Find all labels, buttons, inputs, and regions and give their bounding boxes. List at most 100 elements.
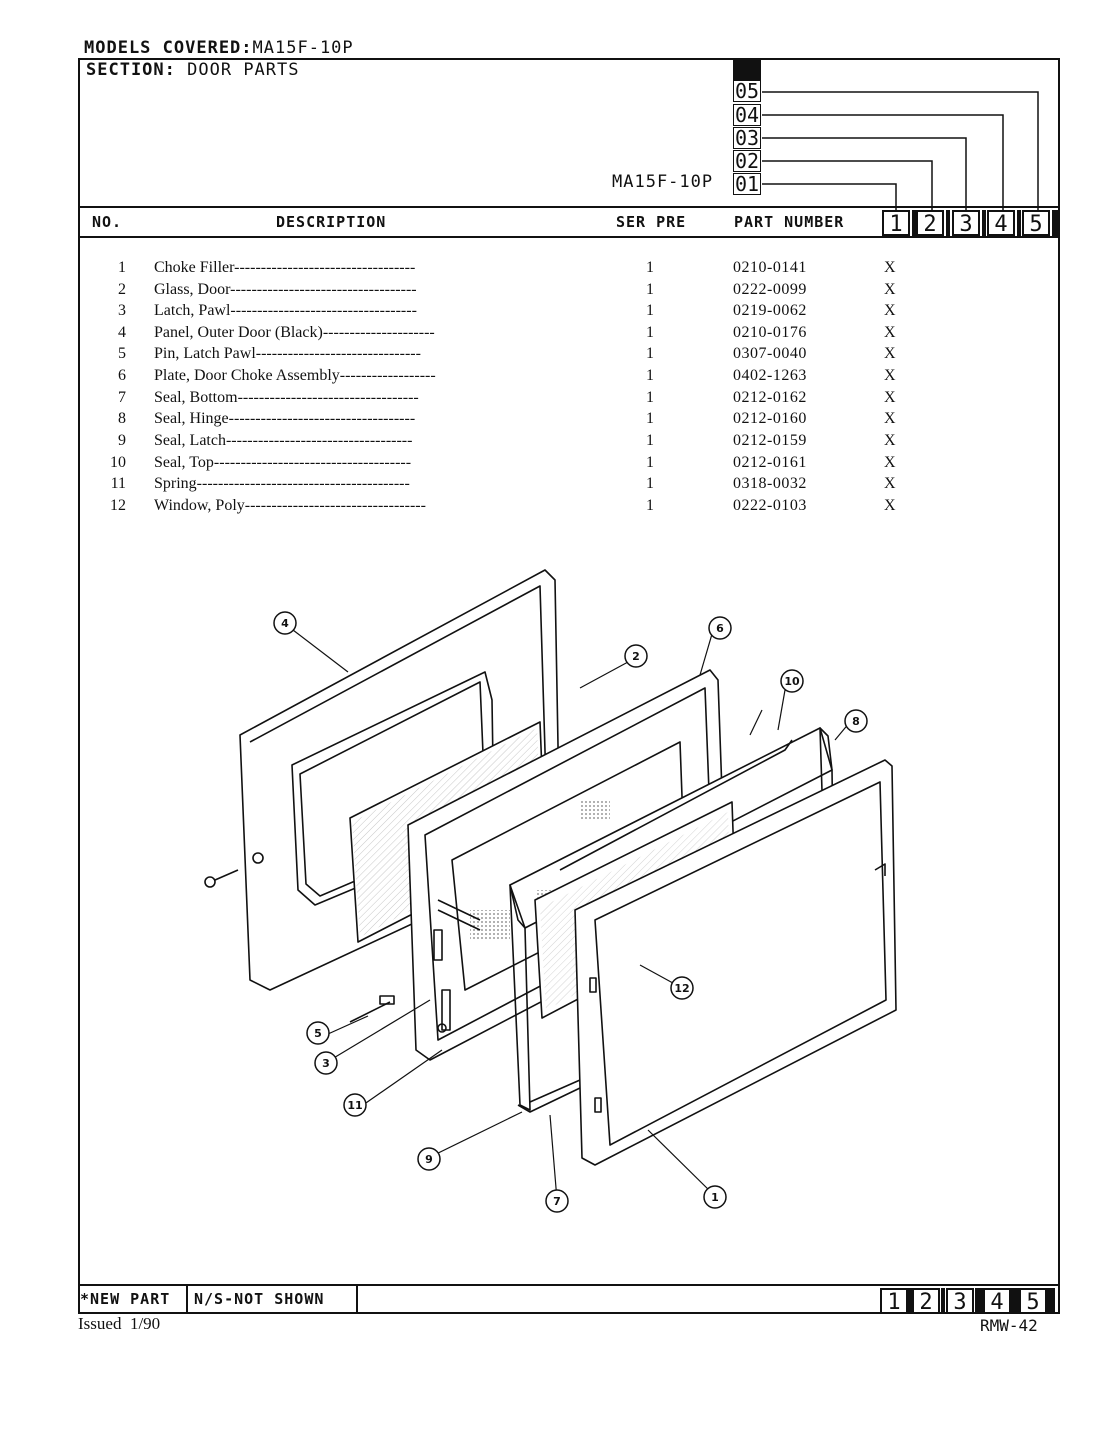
callout-2: 2 bbox=[624, 644, 648, 668]
svg-text:2: 2 bbox=[632, 650, 640, 663]
part-latch-pawl-pin bbox=[349, 1001, 391, 1023]
callout-4: 4 bbox=[273, 611, 297, 635]
part-no: 2 bbox=[118, 281, 126, 298]
col-header-no: NO. bbox=[92, 213, 123, 231]
version-code-04: 04 bbox=[733, 103, 761, 127]
footer-col-divider bbox=[1011, 1288, 1019, 1314]
part-number: 0307-0040 bbox=[733, 345, 807, 362]
table-row: 10 Seal, Top-----------------------------… bbox=[78, 454, 978, 476]
part-qty: 1 bbox=[646, 497, 654, 514]
col-header-part-number: PART NUMBER bbox=[734, 213, 845, 231]
part-qty: 1 bbox=[646, 281, 654, 298]
model-mark: X bbox=[884, 410, 896, 427]
dot-leader: ----------------------------------- bbox=[230, 302, 417, 319]
part-number: 0219-0062 bbox=[733, 302, 807, 319]
part-choke-filler bbox=[574, 759, 897, 1166]
table-row: 9 Seal, Latch----------------------------… bbox=[78, 432, 978, 454]
part-qty: 1 bbox=[646, 302, 654, 319]
footer-col-divider bbox=[975, 1288, 983, 1314]
version-code-02: 02 bbox=[733, 149, 761, 173]
dot-leader: ---------------------------------- bbox=[234, 259, 416, 276]
part-desc-text: Seal, Top bbox=[154, 454, 214, 471]
page-frame bbox=[78, 58, 1060, 1314]
table-row: 7 Seal, Bottom---------------------------… bbox=[78, 389, 978, 411]
part-description: Seal, Bottom----------------------------… bbox=[154, 389, 419, 407]
footer-not-shown: N/S-NOT SHOWN bbox=[194, 1286, 358, 1312]
document-code: RMW-42 bbox=[980, 1316, 1038, 1335]
table-row: 1 Choke Filler---------------------------… bbox=[78, 259, 978, 281]
part-description: Seal, Top-------------------------------… bbox=[154, 454, 411, 472]
part-no: 5 bbox=[118, 345, 126, 362]
part-description: Glass, Door-----------------------------… bbox=[154, 281, 417, 299]
part-desc-text: Spring bbox=[154, 475, 197, 492]
part-description: Seal, Hinge-----------------------------… bbox=[154, 410, 415, 428]
part-seal-bottom-latch bbox=[517, 1079, 581, 1113]
table-row: 2 Glass, Door----------------------------… bbox=[78, 281, 978, 303]
callout-leaders bbox=[292, 629, 851, 1201]
model-col-5: 5 bbox=[1022, 210, 1050, 237]
footer-model-col-3: 3 bbox=[946, 1288, 974, 1315]
svg-text:6: 6 bbox=[716, 622, 724, 635]
version-code-03: 03 bbox=[733, 126, 761, 150]
model-col-divider bbox=[946, 210, 950, 236]
footer-col-divider bbox=[908, 1288, 912, 1314]
model-mark: X bbox=[884, 475, 896, 492]
part-qty: 1 bbox=[646, 367, 654, 384]
issued-value: 1/90 bbox=[129, 1314, 161, 1333]
section-value: DOOR PARTS bbox=[187, 60, 300, 80]
part-number: 0210-0176 bbox=[733, 324, 807, 341]
part-description: Window, Poly----------------------------… bbox=[154, 497, 426, 515]
model-mark: X bbox=[884, 497, 896, 514]
part-desc-text: Latch, Pawl bbox=[154, 302, 231, 319]
callout-7: 7 bbox=[545, 1189, 569, 1213]
version-code-01: 01 bbox=[733, 172, 761, 196]
svg-text:12: 12 bbox=[674, 982, 689, 995]
part-no: 10 bbox=[110, 454, 126, 471]
models-covered-value: MA15F-10P bbox=[252, 38, 354, 58]
model-col-4: 4 bbox=[987, 210, 1015, 237]
part-qty: 1 bbox=[646, 345, 654, 362]
table-row: 11 Spring--------------------------------… bbox=[78, 475, 978, 497]
callout-8: 8 bbox=[844, 709, 868, 733]
section-title: SECTION: DOOR PARTS bbox=[86, 60, 300, 80]
model-mark: X bbox=[884, 324, 896, 341]
part-qty: 1 bbox=[646, 432, 654, 449]
part-qty: 1 bbox=[646, 475, 654, 492]
dot-leader: ------------------ bbox=[339, 367, 436, 384]
part-no: 11 bbox=[110, 475, 126, 492]
svg-text:10: 10 bbox=[784, 675, 800, 688]
part-description: Spring----------------------------------… bbox=[154, 475, 410, 493]
model-mark: X bbox=[884, 367, 896, 384]
callout-9: 9 bbox=[417, 1147, 441, 1171]
part-desc-text: Choke Filler bbox=[154, 259, 235, 276]
part-no: 7 bbox=[118, 389, 126, 406]
model-mark: X bbox=[884, 345, 896, 362]
part-description: Pin, Latch Pawl-------------------------… bbox=[154, 345, 421, 363]
col-header-ser-pre: SER PRE bbox=[616, 213, 687, 231]
callout-6: 6 bbox=[708, 616, 732, 640]
dot-leader: ----------------------------------- bbox=[225, 432, 413, 449]
model-col-divider bbox=[1052, 210, 1058, 236]
part-no: 4 bbox=[118, 324, 126, 341]
model-col-1: 1 bbox=[882, 210, 910, 237]
part-number: 0222-0103 bbox=[733, 497, 807, 514]
column-header-row bbox=[78, 208, 1060, 238]
callout-3: 3 bbox=[314, 1051, 338, 1075]
col-header-description: DESCRIPTION bbox=[276, 213, 387, 231]
part-number: 0212-0161 bbox=[733, 454, 807, 471]
model-mark: X bbox=[884, 281, 896, 298]
part-desc-text: Seal, Hinge bbox=[154, 410, 229, 427]
dot-leader: ------------------------------- bbox=[255, 345, 421, 362]
callout-11: 11 bbox=[343, 1093, 367, 1117]
exploded-door-diagram: 4 2 6 10 8 5 3 11 9 7 1 12 bbox=[204, 569, 897, 1213]
part-qty: 1 bbox=[646, 259, 654, 276]
header-box bbox=[78, 58, 1060, 208]
part-description: Seal, Latch-----------------------------… bbox=[154, 432, 412, 450]
model-code: MA15F-10P bbox=[612, 172, 714, 192]
part-desc-text: Plate, Door Choke Assembly bbox=[154, 367, 340, 384]
svg-text:8: 8 bbox=[852, 715, 860, 728]
part-no: 9 bbox=[118, 432, 126, 449]
footer-model-col-1: 1 bbox=[880, 1288, 908, 1315]
